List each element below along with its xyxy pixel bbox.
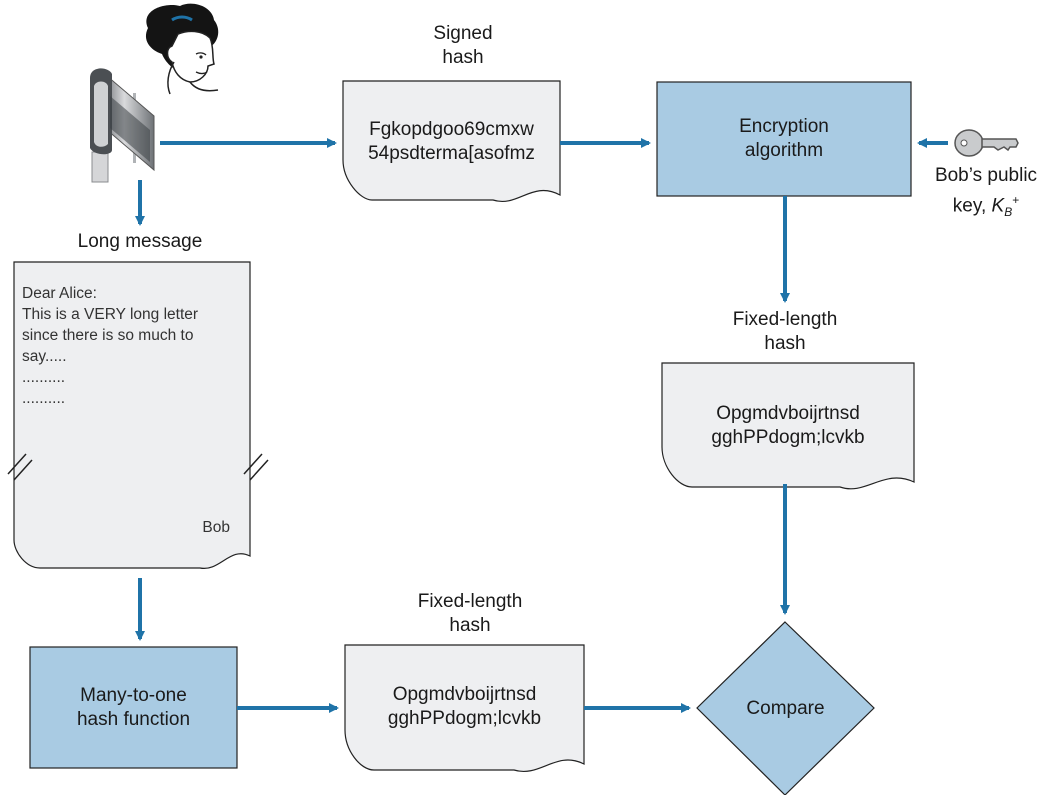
person-icon [145, 3, 219, 95]
hash-function-box [29, 646, 238, 769]
fixed-hash-right-label: Fixed-length hash [732, 309, 838, 354]
fixed-hash-bottom-line-1: Opgmdvboijrtnsd [392, 684, 537, 705]
letter-body: Dear Alice: This is a VERY long letter s… [22, 283, 257, 409]
letter-line: .......... [22, 390, 66, 407]
signed-hash-label: Signed hash [433, 23, 493, 68]
letter-line: say..... [22, 348, 67, 365]
signed-hash-document [342, 80, 561, 202]
bobs-public-key-line1: Bob’s public [934, 165, 1038, 186]
key-symbol: K [991, 195, 1005, 217]
bobs-public-key-line2: key, KB+ [918, 188, 1054, 224]
compare-label: Compare [746, 697, 825, 719]
fixed-hash-right-line-2: gghPPdogm;lcvkb [711, 427, 865, 448]
mailbox-icon [90, 68, 155, 183]
bobs-public-key-label: Bob’s public key, KB+ [918, 164, 1054, 224]
hash-function-label: Many-to-one hash function [76, 684, 191, 730]
letter-line: since there is so much to [22, 327, 194, 344]
encryption-algorithm-box [656, 81, 912, 197]
compare-diamond [696, 621, 875, 795]
letter-line: Dear Alice: [22, 285, 97, 302]
fixed-hash-bottom-label: Fixed-length hash [417, 591, 523, 636]
signed-hash-line-2: 54psdterma[asofmz [368, 143, 535, 164]
fixed-hash-bottom-line-2: gghPPdogm;lcvkb [387, 708, 542, 729]
fixed-hash-right-line-1: Opgmdvboijrtnsd [716, 403, 860, 424]
key-icon [954, 129, 1019, 157]
letter-signature: Bob [202, 519, 230, 536]
key-prefix: key, [952, 195, 992, 217]
long-message-label: Long message [77, 231, 203, 252]
letter-line: This is a VERY long letter [22, 306, 199, 323]
fixed-hash-bottom-text: Opgmdvboijrtnsd gghPPdogm;lcvkb [345, 683, 584, 731]
signed-hash-line-1: Fgkopdgoo69cmxw [369, 119, 534, 140]
fixed-hash-right-document [661, 362, 915, 490]
long-letter-document [7, 261, 269, 569]
encryption-algorithm-label: Encryption algorithm [739, 116, 829, 161]
key-subscript: B [1004, 205, 1013, 220]
key-superscript: + [1012, 193, 1020, 207]
letter-line: .......... [22, 369, 66, 386]
signed-hash-text: Fgkopdgoo69cmxw 54psdterma[asofmz [343, 118, 560, 166]
fixed-hash-right-text: Opgmdvboijrtnsd gghPPdogm;lcvkb [662, 402, 914, 450]
fixed-hash-bottom-document [344, 644, 585, 772]
